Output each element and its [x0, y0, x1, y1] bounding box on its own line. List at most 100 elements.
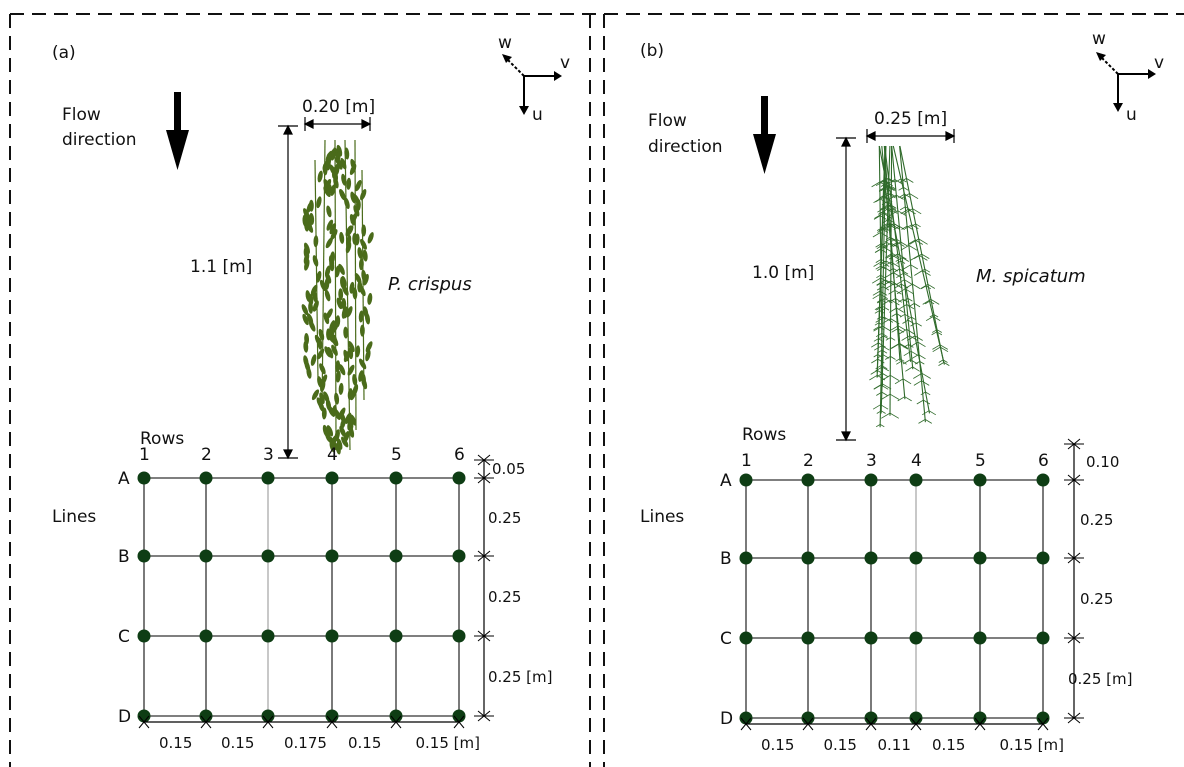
plant-leaflet [899, 178, 907, 183]
plant-leaflet [890, 337, 896, 341]
plant-leaflet [902, 319, 909, 324]
flow-arrow-icon [166, 92, 189, 170]
plant-leaflet [875, 364, 882, 370]
plant-leaflet [891, 253, 900, 258]
plant-leaflet [896, 313, 902, 317]
plant-leaflet [875, 424, 881, 428]
species-label: M. spicatum [976, 266, 1086, 287]
plant-leaflet [904, 193, 911, 199]
plant-leaf [355, 179, 362, 192]
plant-leaf [349, 163, 357, 176]
plant-leaflet [906, 316, 912, 321]
plant-leaflet [897, 325, 906, 331]
plant-leaflet [929, 314, 935, 318]
vertical-spacing-label: 0.25 [488, 509, 521, 527]
plant-width-dimension [303, 117, 372, 131]
plant-leaf [330, 229, 338, 240]
plant-leaf [334, 392, 340, 405]
plant-leaflet [939, 344, 949, 350]
vertical-spacing-label: 0.25 [1080, 590, 1113, 608]
plant-leaf [367, 232, 374, 244]
plant-leaflet [923, 399, 931, 405]
plant-leaflet [875, 265, 882, 270]
plant-leaflet [874, 248, 881, 253]
plant-leaflet [925, 316, 934, 322]
plant-leaf [312, 255, 319, 267]
plant-width-label: 0.25 [m] [874, 109, 947, 129]
plant-leaflet [879, 192, 888, 199]
horizontal-spacing-label: 0.15 [m] [416, 734, 480, 752]
horizontal-spacing-label: 0.15 [348, 734, 381, 752]
plant-leaflet [896, 272, 904, 279]
flow-label-line1: Flow [648, 111, 687, 131]
plant-leaflet [876, 282, 882, 286]
plant-leaflet [894, 283, 902, 289]
plant-leaf [343, 350, 350, 363]
plant-leaflet [906, 178, 914, 183]
plant-leaflet [880, 258, 887, 263]
plant-leaflet [891, 328, 898, 333]
plant-leaf [338, 263, 345, 275]
plant-leaf [341, 298, 347, 310]
plant-leaf [365, 349, 371, 362]
plant-leaflet [909, 335, 918, 341]
plant-leaflet [893, 223, 901, 228]
vertical-spacing-label: 0.05 [492, 460, 525, 478]
plant-leaf [336, 158, 343, 170]
plant-leaf [352, 287, 358, 300]
plant-leaflet [896, 360, 902, 365]
plant-leaf [313, 235, 319, 248]
plant-leaf [349, 213, 356, 226]
plant-leaflet [877, 354, 883, 358]
sampling-node [864, 473, 878, 487]
plant-leaflet [902, 378, 912, 385]
plant-leaf [358, 285, 366, 297]
axis-triad-icon [502, 54, 562, 115]
plant-leaf [325, 150, 333, 162]
plant-leaf [339, 425, 346, 438]
plant-leaflet [921, 253, 930, 259]
dimension-tick [390, 715, 402, 729]
plant-leaf [345, 241, 352, 254]
plant-leaflet [895, 358, 901, 362]
plant-leaf [338, 364, 346, 376]
plant-leaflet [895, 298, 903, 303]
plant-leaf [317, 348, 325, 360]
plant-height-label: 1.1 [m] [190, 257, 252, 277]
plant-leaf [317, 337, 323, 350]
plant-leaflet [906, 329, 916, 335]
plant-leaflet [891, 186, 896, 190]
rows-title: Rows [742, 425, 786, 445]
sampling-node [261, 709, 275, 723]
sampling-node [261, 629, 275, 643]
plant-leaflet [900, 241, 908, 247]
plant-leaflet [873, 354, 879, 358]
row-label: 6 [1038, 451, 1049, 471]
sampling-node [1036, 551, 1050, 565]
plant-leaflet [909, 238, 919, 245]
row-label: 5 [391, 445, 402, 465]
plant-leaf [326, 219, 334, 231]
plant-leaflet [881, 393, 891, 400]
plant-leaf [341, 306, 348, 319]
row-label: 1 [741, 451, 752, 471]
flow-label-line1: Flow [62, 105, 101, 125]
plant-leaf [316, 196, 322, 209]
plant-leaflet [899, 225, 905, 230]
dimension-tick [910, 717, 922, 731]
row-label: 2 [803, 451, 814, 471]
axis-u-label: u [532, 105, 543, 125]
plant-leaf [323, 186, 331, 198]
plant-leaflet [902, 359, 911, 365]
plant-leaflet [895, 178, 902, 183]
plant-leaflet [872, 404, 881, 410]
plant-leaf [361, 224, 367, 237]
plant-leaflet [930, 299, 940, 305]
sampling-node [909, 551, 923, 565]
plant-leaflet [907, 239, 916, 245]
plant-leaflet [875, 366, 883, 372]
sampling-node [739, 551, 753, 565]
sampling-node [864, 551, 878, 565]
plant-leaflet [907, 298, 913, 302]
plant-leaf [334, 408, 341, 421]
